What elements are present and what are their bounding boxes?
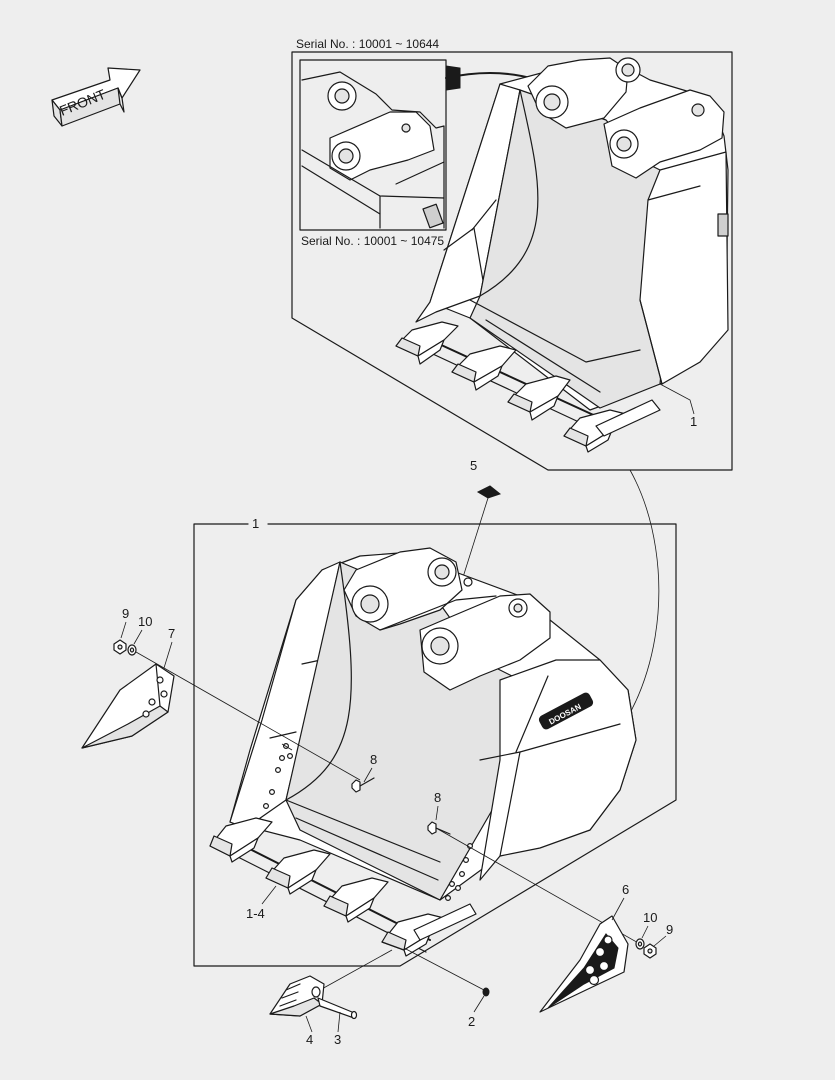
lock-pin-part-3 [317, 997, 358, 1020]
detail-inset: Serial No. : 10001 ~ 10475 [299, 59, 447, 248]
bucket-tooth [323, 877, 389, 923]
upper-detail-frame [291, 51, 733, 471]
callout-6: 6 [622, 882, 629, 897]
callout-9-right: 9 [666, 922, 673, 937]
callout-8-right: 8 [434, 790, 441, 805]
callout-9-left: 9 [122, 606, 129, 621]
callout-1-4: 1-4 [246, 906, 265, 921]
washer-part-10-left [127, 644, 137, 656]
upper-bucket-drawing [395, 57, 729, 453]
front-arrow-icon: FRONT [51, 67, 141, 127]
side-cutter-left-part-7 [81, 663, 175, 749]
washer-part-10-right [635, 938, 645, 950]
side-cutter-right-part-6 [539, 915, 629, 1013]
lower-assembly-frame [193, 523, 677, 967]
lower-bucket-drawing: DOOSAN [209, 547, 637, 957]
bolt-part-8-center [351, 777, 375, 793]
callout-7: 7 [168, 626, 175, 641]
callout-1-lower: 1 [252, 516, 259, 531]
part-5-plate [476, 485, 502, 499]
callout-2: 2 [468, 1014, 475, 1029]
callout-10-right: 10 [643, 910, 657, 925]
callout-1-upper: 1 [690, 414, 697, 429]
serial-number-detail: Serial No. : 10001 ~ 10475 [301, 234, 444, 248]
nut-part-9-left [113, 639, 127, 655]
bucket-tooth [381, 903, 477, 957]
bucket-tooth [265, 849, 331, 895]
tooth-point-part-4 [269, 975, 325, 1017]
pin-part-2 [482, 987, 490, 997]
callout-8-center: 8 [370, 752, 377, 767]
serial-number-main: Serial No. : 10001 ~ 10644 [296, 37, 439, 51]
callout-5: 5 [470, 458, 477, 473]
callout-10-left: 10 [138, 614, 152, 629]
bucket-tooth [209, 817, 273, 863]
callout-4: 4 [306, 1032, 313, 1047]
nut-part-9-right [643, 943, 657, 959]
callout-3: 3 [334, 1032, 341, 1047]
